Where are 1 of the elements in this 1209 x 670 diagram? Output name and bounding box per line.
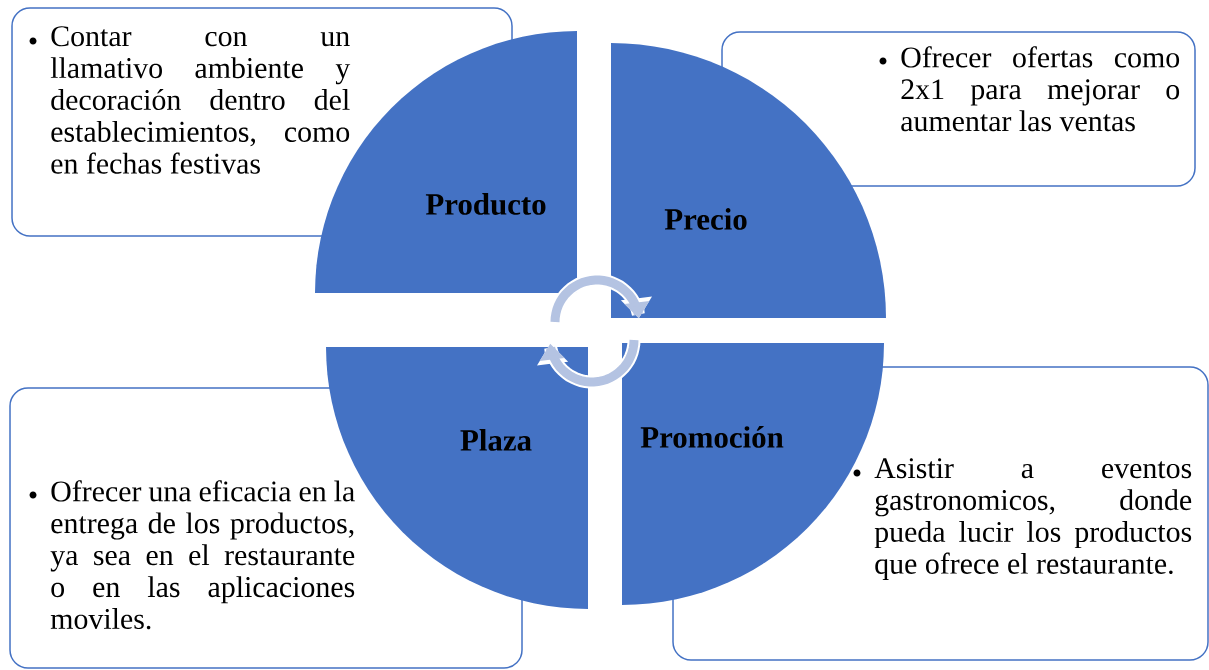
- quadrant-sector: Precio: [611, 43, 886, 318]
